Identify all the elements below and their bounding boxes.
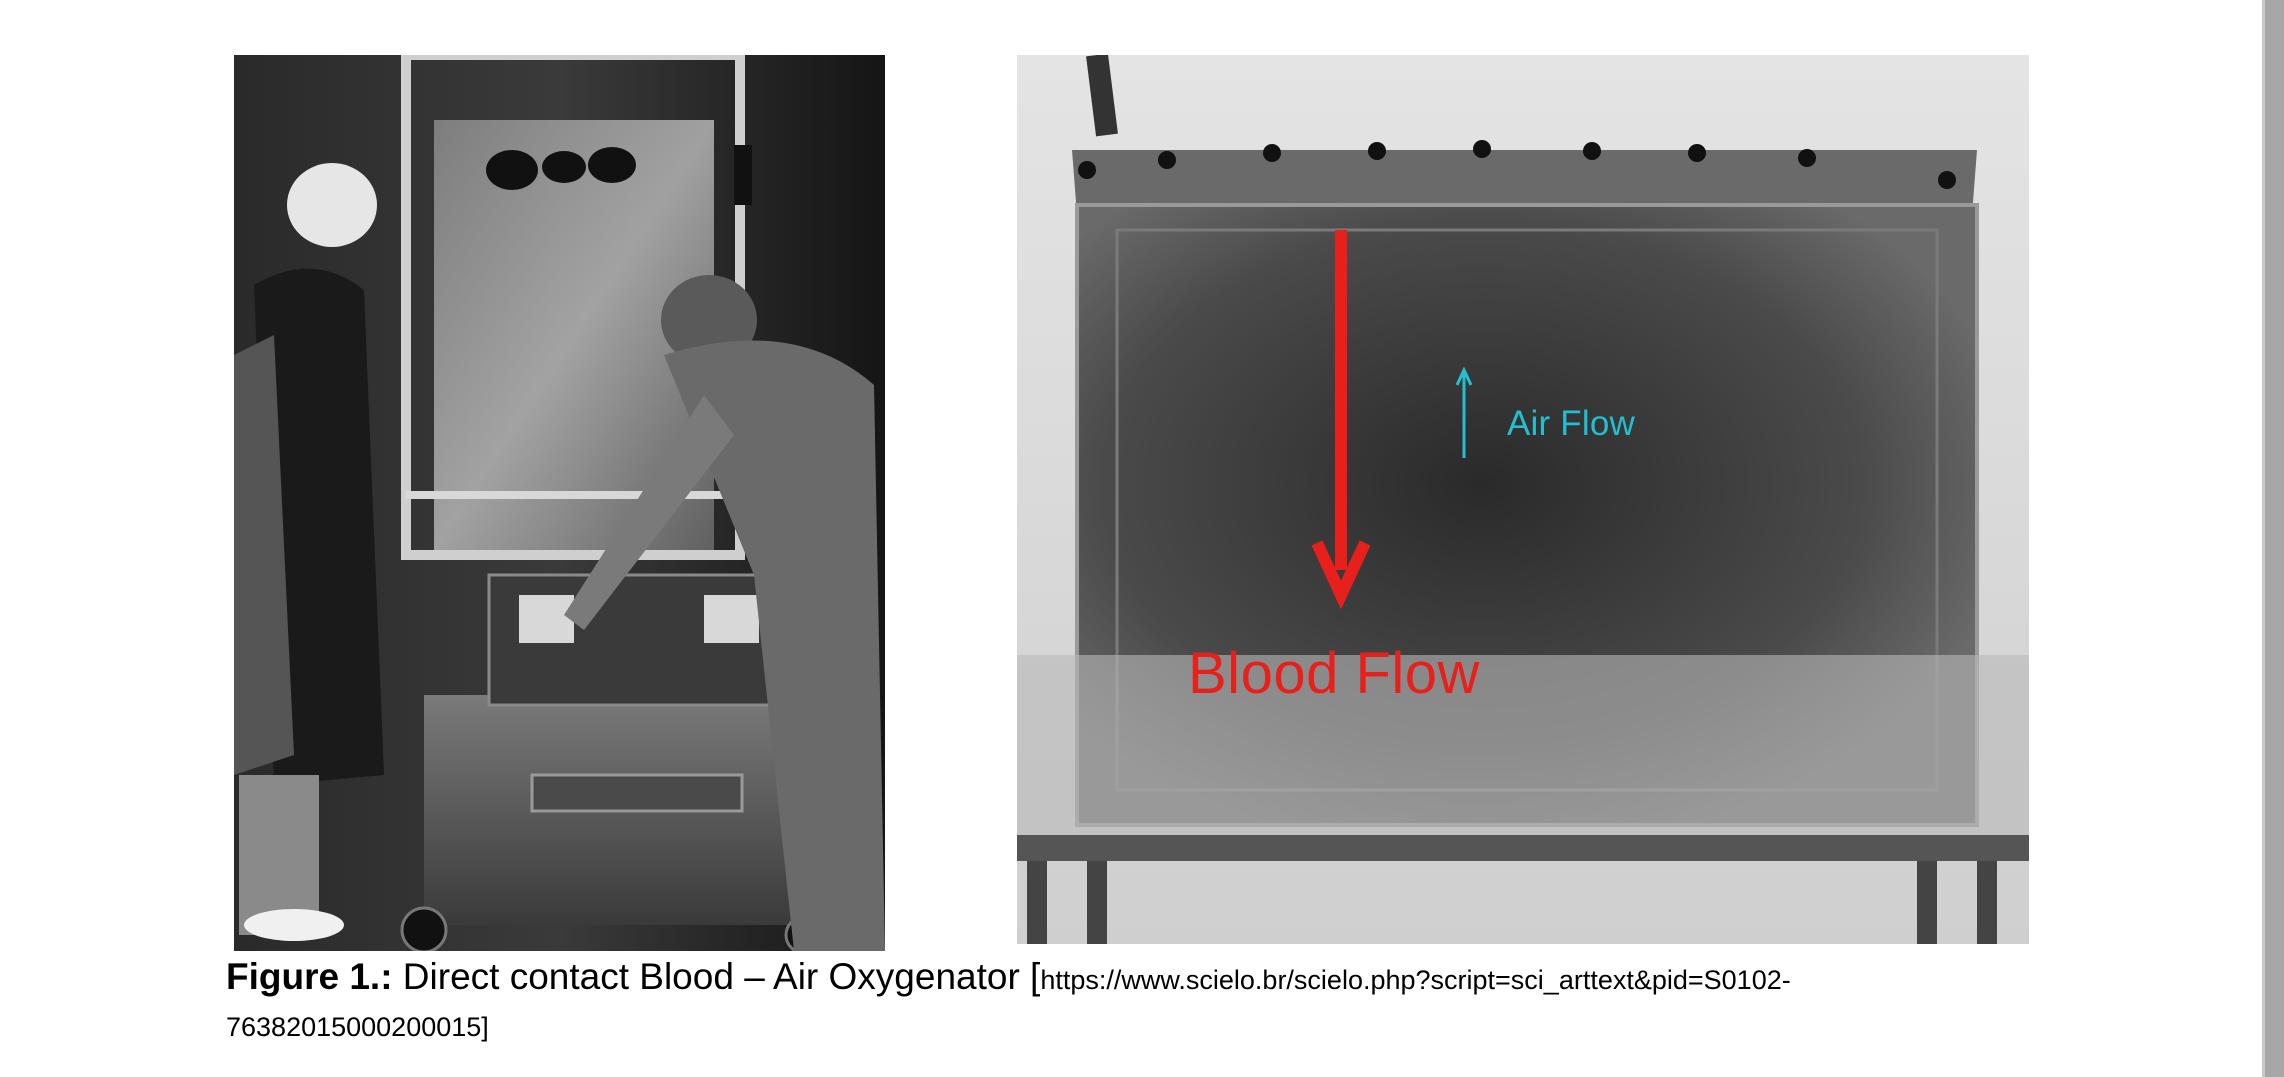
air-flow-label: Air Flow: [1507, 404, 1635, 443]
vertical-scrollbar[interactable]: [2262, 0, 2284, 1077]
oxygenator-machine-photo: [234, 55, 885, 951]
figure-number: Figure 1.:: [226, 956, 393, 997]
blood-flow-label: Blood Flow: [1188, 641, 1480, 706]
figure-caption: Figure 1.: Direct contact Blood – Air Ox…: [226, 955, 2046, 1049]
source-link[interactable]: https://www.scielo.br/scielo.php?script=…: [226, 965, 1791, 1042]
oxygenator-chamber-photo: [1017, 55, 2029, 944]
caption-text: Direct contact Blood – Air Oxygenator [: [392, 956, 1041, 997]
